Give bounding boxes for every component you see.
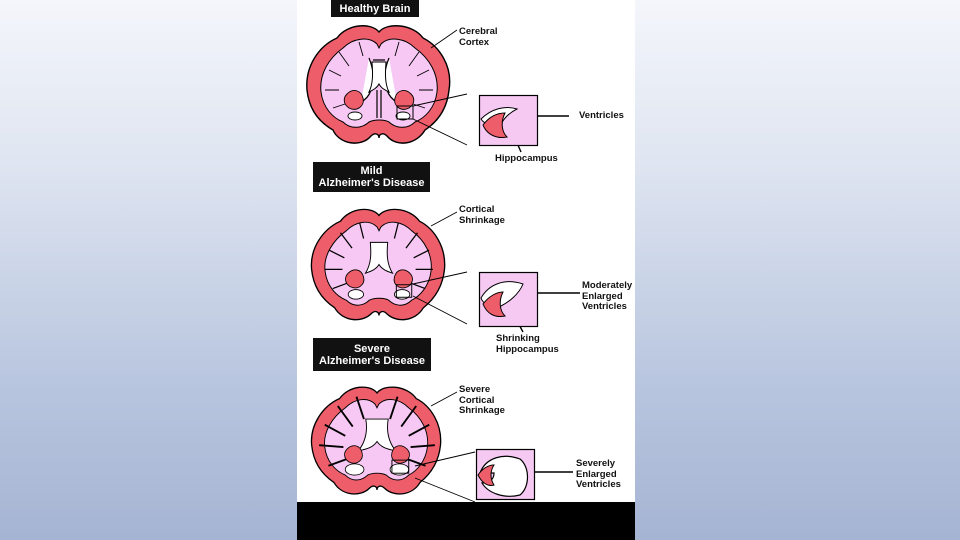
ventricle-inset [476, 449, 536, 501]
ventricle-label: Moderately Enlarged Ventricles [582, 281, 632, 313]
panel-mild-alzheimers: Mild Alzheimer's Disease Cort [297, 160, 635, 340]
ventricle-inset [479, 272, 539, 328]
bottom-black-bar [297, 502, 635, 540]
panel-severe-alzheimers: Severe Alzheimer's Disease Severe [297, 338, 635, 502]
cortex-label: Cerebral Cortex [459, 27, 498, 48]
callout-lines [297, 160, 635, 340]
alzheimers-brain-figure: Healthy Brain Cerebral [297, 0, 635, 540]
ventricle-inset [479, 95, 539, 147]
ventricle-label: Ventricles [579, 111, 624, 122]
cortex-label: Severe Cortical Shrinkage [459, 385, 505, 417]
cortex-label: Cortical Shrinkage [459, 205, 505, 226]
ventricle-label: Severely Enlarged Ventricles [576, 459, 621, 491]
panel-healthy: Healthy Brain Cerebral [297, 0, 635, 170]
